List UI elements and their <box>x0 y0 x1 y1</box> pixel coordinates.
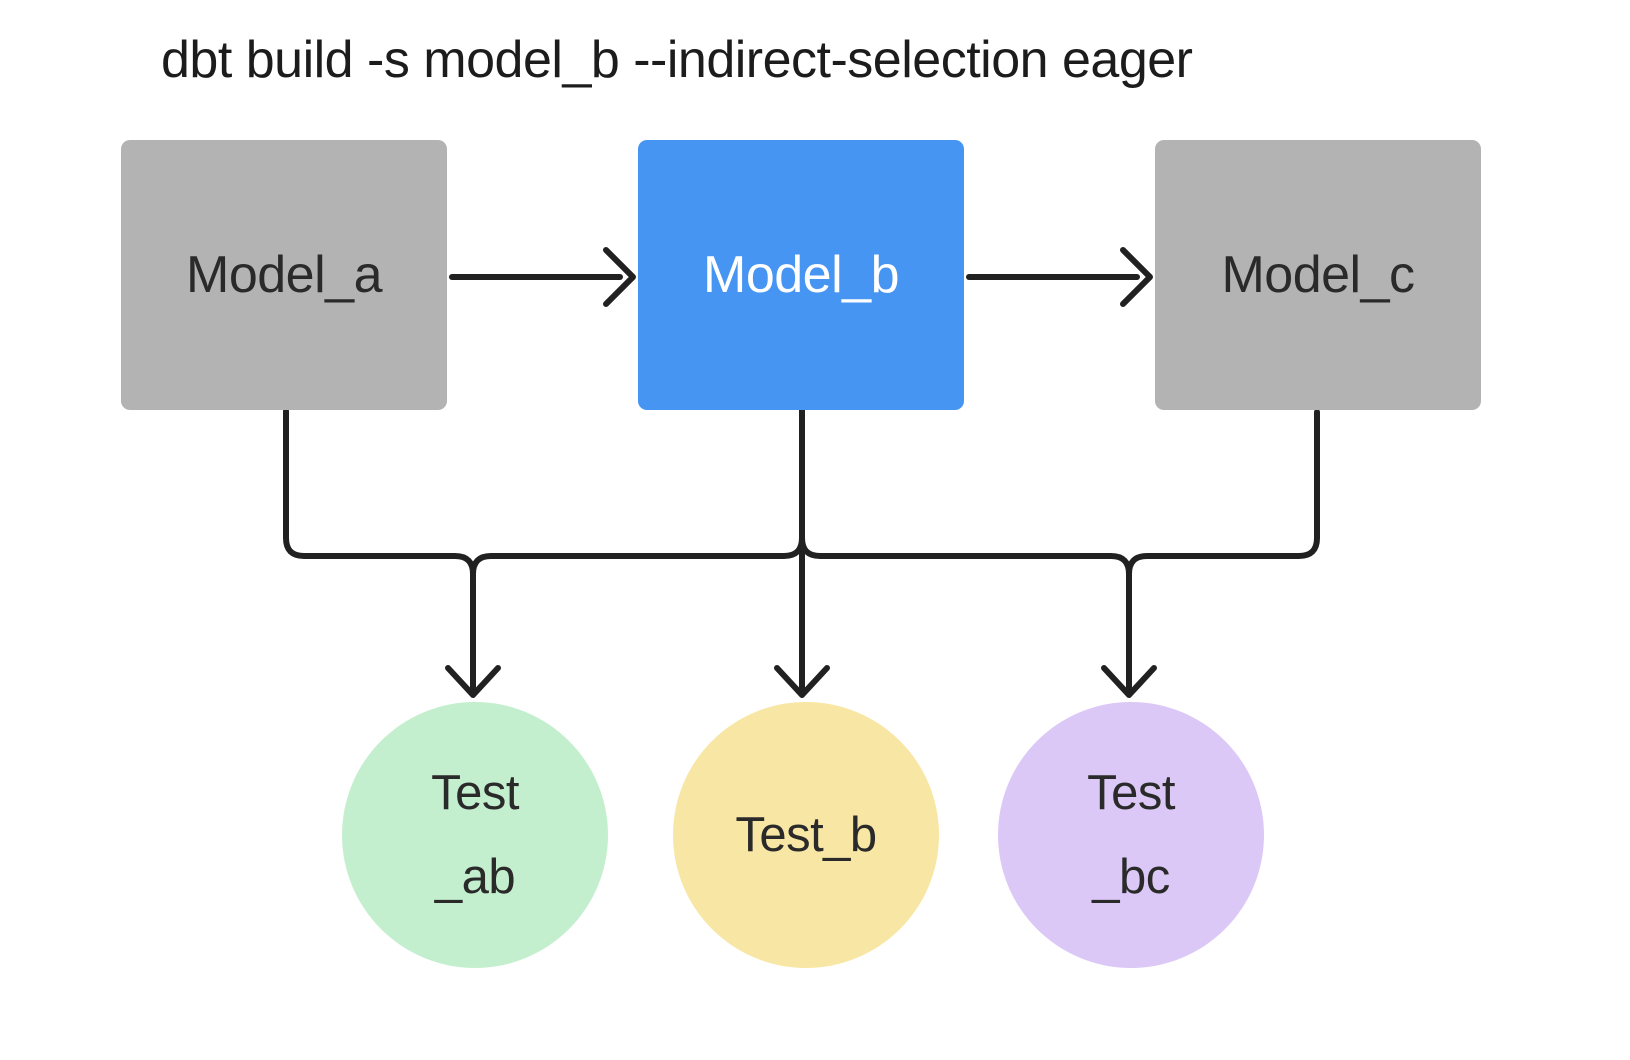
arrowhead-icon <box>1120 247 1153 307</box>
edge-model-b-to-test-ab <box>470 408 805 577</box>
node-test-bc: Test _bc <box>998 702 1264 968</box>
arrowhead-icon <box>445 665 501 698</box>
edge-model-b-to-test-bc <box>799 535 1132 693</box>
node-label: Model_c <box>1221 246 1415 304</box>
node-label-line: Test <box>431 766 519 820</box>
node-model-b-selected: Model_b <box>638 140 964 410</box>
node-label-line: _ab <box>434 850 516 904</box>
edge-model-a-to-test-ab <box>283 408 476 693</box>
arrowhead-icon <box>1101 665 1157 698</box>
edge-model-c-to-test-bc <box>1126 409 1320 577</box>
node-model-a: Model_a <box>121 140 447 410</box>
arrowhead-icon <box>774 665 830 698</box>
node-label: Model_b <box>703 246 899 304</box>
node-label: Model_a <box>186 246 382 304</box>
node-test-ab: Test _ab <box>342 702 608 968</box>
node-label-line: _bc <box>1092 850 1170 904</box>
node-label-line: Test <box>1087 766 1175 820</box>
arrowhead-icon <box>603 247 636 307</box>
node-test-b: Test_b <box>673 702 939 968</box>
node-label-line: Test_b <box>735 808 877 862</box>
node-model-c: Model_c <box>1155 140 1481 410</box>
command-title: dbt build -s model_b --indirect-selectio… <box>161 31 1193 89</box>
